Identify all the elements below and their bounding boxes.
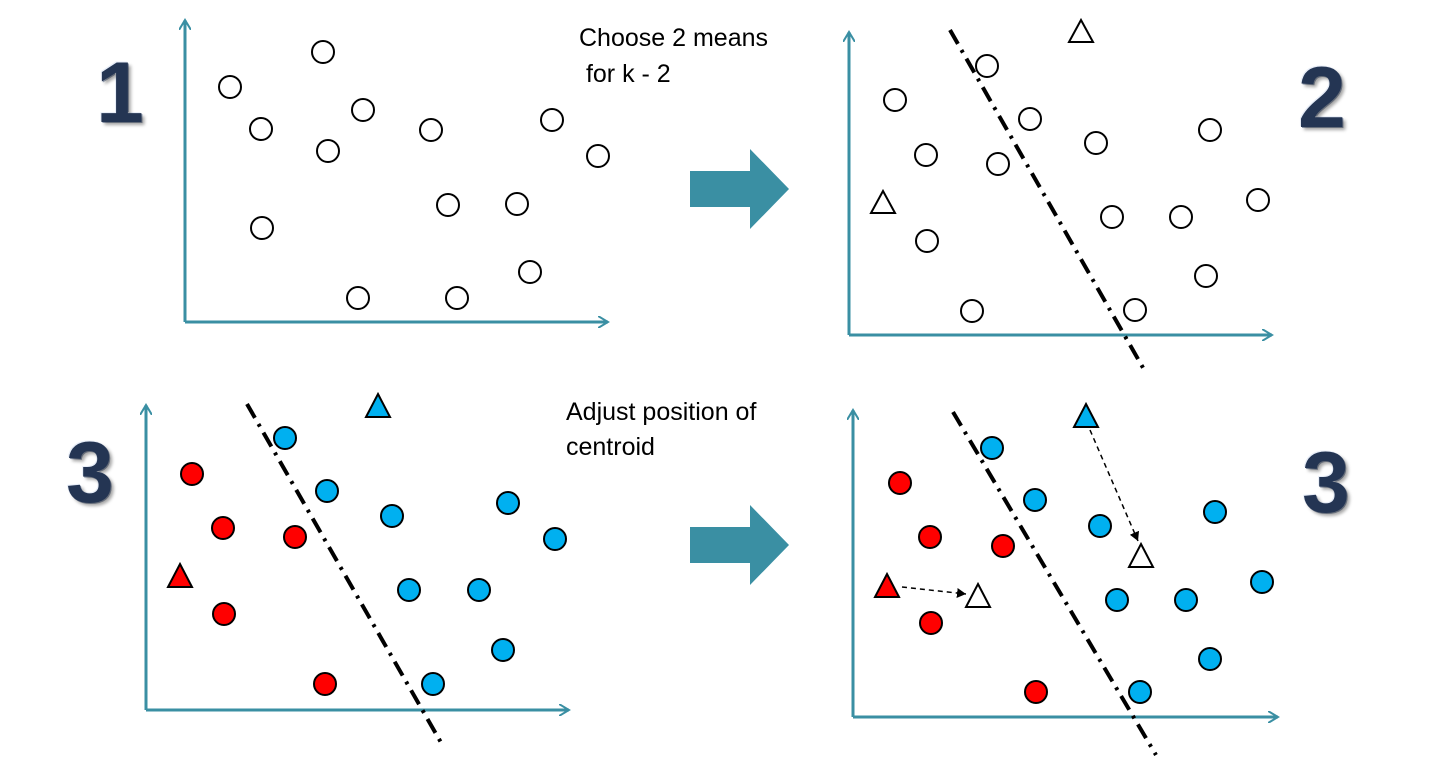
data-point [975,54,999,78]
red-point [212,602,236,626]
data-point [986,152,1010,176]
data-point [1169,205,1193,229]
data-point [445,286,469,310]
data-point [346,286,370,310]
decision-boundary [245,403,445,747]
blue-point [1023,488,1047,512]
blue-point [421,672,445,696]
data-point [419,118,443,142]
transition-arrow-top [690,149,789,229]
red-centroid-shift-arrow [901,586,967,598]
old-blue-centroid-triangle [1072,401,1100,428]
blue-point [1198,647,1222,671]
blue-point [1088,514,1112,538]
data-point [960,299,984,323]
data-point [1018,107,1042,131]
data-point [586,144,610,168]
red-point [180,462,204,486]
data-point [311,40,335,64]
blue-point [1128,680,1152,704]
new-blue-centroid-triangle [1127,541,1155,568]
data-point [915,229,939,253]
blue-cluster-points [980,436,1274,704]
blue-point [1203,500,1227,524]
panel-3 [146,391,569,747]
step-number-3-right: 3 [1302,435,1350,531]
centroid-triangle [1067,17,1095,43]
red-point [283,525,307,549]
step-number-1: 1 [96,45,144,141]
data-points [883,54,1270,323]
blue-centroid-triangle [364,391,392,418]
blue-point [1250,570,1274,594]
data-point [250,216,274,240]
decision-boundary [948,29,1148,374]
blue-point [273,426,297,450]
data-point [249,117,273,141]
centroid-triangle [869,188,897,214]
data-point [1123,298,1147,322]
blue-point [380,504,404,528]
blue-cluster-points [273,426,567,696]
data-point [351,98,375,122]
data-point [316,139,340,163]
data-point [1084,131,1108,155]
data-point [540,108,564,132]
centroids [869,17,1095,214]
data-point [436,193,460,217]
data-point [914,143,938,167]
red-point [211,516,235,540]
red-point [313,672,337,696]
red-cluster-points [888,471,1048,704]
data-point [1100,205,1124,229]
red-point [888,471,912,495]
step-number-2: 2 [1298,50,1346,146]
step-number-3-left: 3 [66,425,114,521]
data-point [883,88,907,112]
data-point [218,75,242,99]
data-point [1194,264,1218,288]
transition-arrow-bottom [690,505,789,585]
data-point [505,192,529,216]
new-red-centroid-triangle [964,581,992,608]
red-point [991,534,1015,558]
data-point [1246,188,1270,212]
caption-top-line1: Choose 2 means [579,24,769,52]
blue-point [491,638,515,662]
blue-point [397,578,421,602]
red-point [1024,680,1048,704]
red-point [919,611,943,635]
blue-point [980,436,1004,460]
blue-point [467,578,491,602]
blue-point [315,479,339,503]
blue-point [496,491,520,515]
caption-bottom-line1: Adjust position of [566,398,757,426]
blue-point [1105,588,1129,612]
old-red-centroid-triangle [873,571,901,598]
data-point [518,260,542,284]
caption-bottom-line2: centroid [566,433,655,461]
red-point [918,525,942,549]
red-cluster-points [180,462,337,696]
panel-2 [849,17,1272,374]
panel-4 [853,401,1278,757]
blue-point [1174,588,1198,612]
blue-point [543,527,567,551]
panel-1 [185,20,610,322]
blue-centroid-shift-arrow [1089,429,1140,542]
red-centroid-triangle [166,561,194,588]
data-point [1198,118,1222,142]
data-points [218,40,610,310]
caption-top-line2: for k - 2 [579,60,671,88]
decision-boundary [951,410,1158,757]
